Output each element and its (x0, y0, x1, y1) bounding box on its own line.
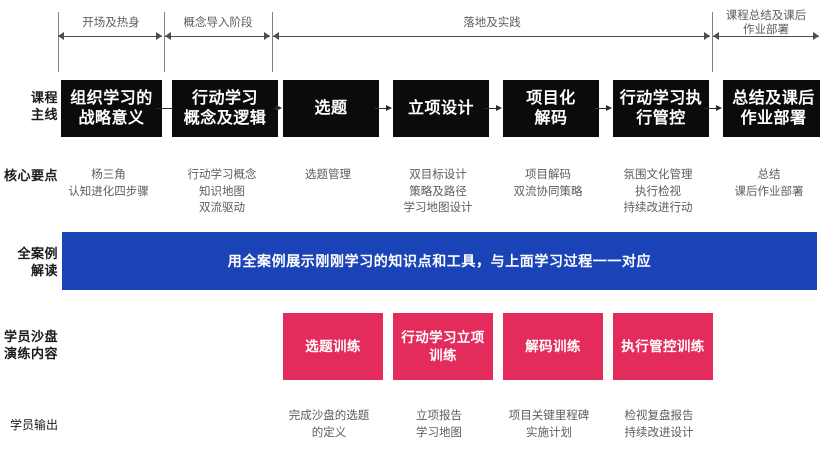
key-point-1: 杨三角 认知进化四步骤 (68, 169, 149, 198)
row-label-sandbox: 学员沙盘 演练内容 (3, 329, 58, 361)
process-box-7[interactable]: 总结及课后 作业部署 (723, 80, 820, 137)
phase-divider-1 (58, 12, 59, 72)
output-3: 项目关键里程碑 实施计划 (508, 410, 590, 439)
process-box-4[interactable]: 立项设计 (393, 80, 489, 137)
process-arrow-4 (484, 105, 502, 112)
phase-label-2: 概念导入阶段 (183, 17, 253, 29)
process-arrow-2 (273, 105, 282, 112)
key-point-7: 总结 课后作业部署 (734, 169, 804, 198)
row-label-key-points: 核心要点 (3, 168, 58, 183)
output-2: 立项报告 学习地图 (416, 410, 462, 439)
phase-arrow-3 (273, 32, 710, 41)
process-arrow-6 (704, 105, 722, 112)
process-box-2[interactable]: 行动学习 概念及逻辑 (172, 80, 278, 137)
phase-divider-2 (164, 12, 165, 72)
process-box-3[interactable]: 选题 (283, 80, 379, 137)
phase-divider-3 (272, 12, 273, 72)
output-4: 检视复盘报告 持续改进设计 (624, 410, 694, 439)
phase-label-4: 课程总结及课后 作业部署 (725, 10, 807, 37)
process-arrow-3 (374, 105, 392, 112)
process-box-1[interactable]: 组织学习的 战略意义 (61, 80, 162, 137)
process-arrow-5 (594, 105, 612, 112)
key-point-6: 氛围文化管理 执行检视 持续改进行动 (623, 169, 693, 215)
process-box-6[interactable]: 行动学习执 行管控 (613, 80, 709, 137)
training-box-3[interactable]: 解码训练 (503, 313, 603, 380)
row-label-main-line: 课程 主线 (30, 90, 58, 122)
key-point-5: 项目解码 双流协同策略 (513, 169, 583, 198)
phase-label-1: 开场及热身 (82, 17, 140, 29)
phase-arrow-1 (58, 32, 162, 41)
phase-arrow-4 (713, 32, 819, 41)
output-1: 完成沙盘的选题 的定义 (288, 410, 370, 439)
key-point-2: 行动学习概念 知识地图 双流驱动 (187, 169, 257, 215)
row-label-case-study: 全案例 解读 (17, 246, 58, 278)
training-box-2[interactable]: 行动学习立项 训练 (393, 313, 493, 380)
training-box-1[interactable]: 选题训练 (283, 313, 383, 380)
training-box-4[interactable]: 执行管控训练 (613, 313, 713, 380)
phase-arrow-2 (165, 32, 270, 41)
case-study-banner[interactable]: 用全案例展示刚刚学习的知识点和工具，与上面学习过程一一对应 (62, 232, 817, 290)
key-point-4: 双目标设计 策略及路径 学习地图设计 (403, 169, 473, 215)
phase-label-3: 落地及实践 (463, 17, 521, 29)
process-box-5[interactable]: 项目化 解码 (503, 80, 599, 137)
phase-divider-4 (712, 12, 713, 72)
row-label-output: 学员输出 (9, 418, 58, 432)
key-point-3: 选题管理 (305, 169, 351, 181)
